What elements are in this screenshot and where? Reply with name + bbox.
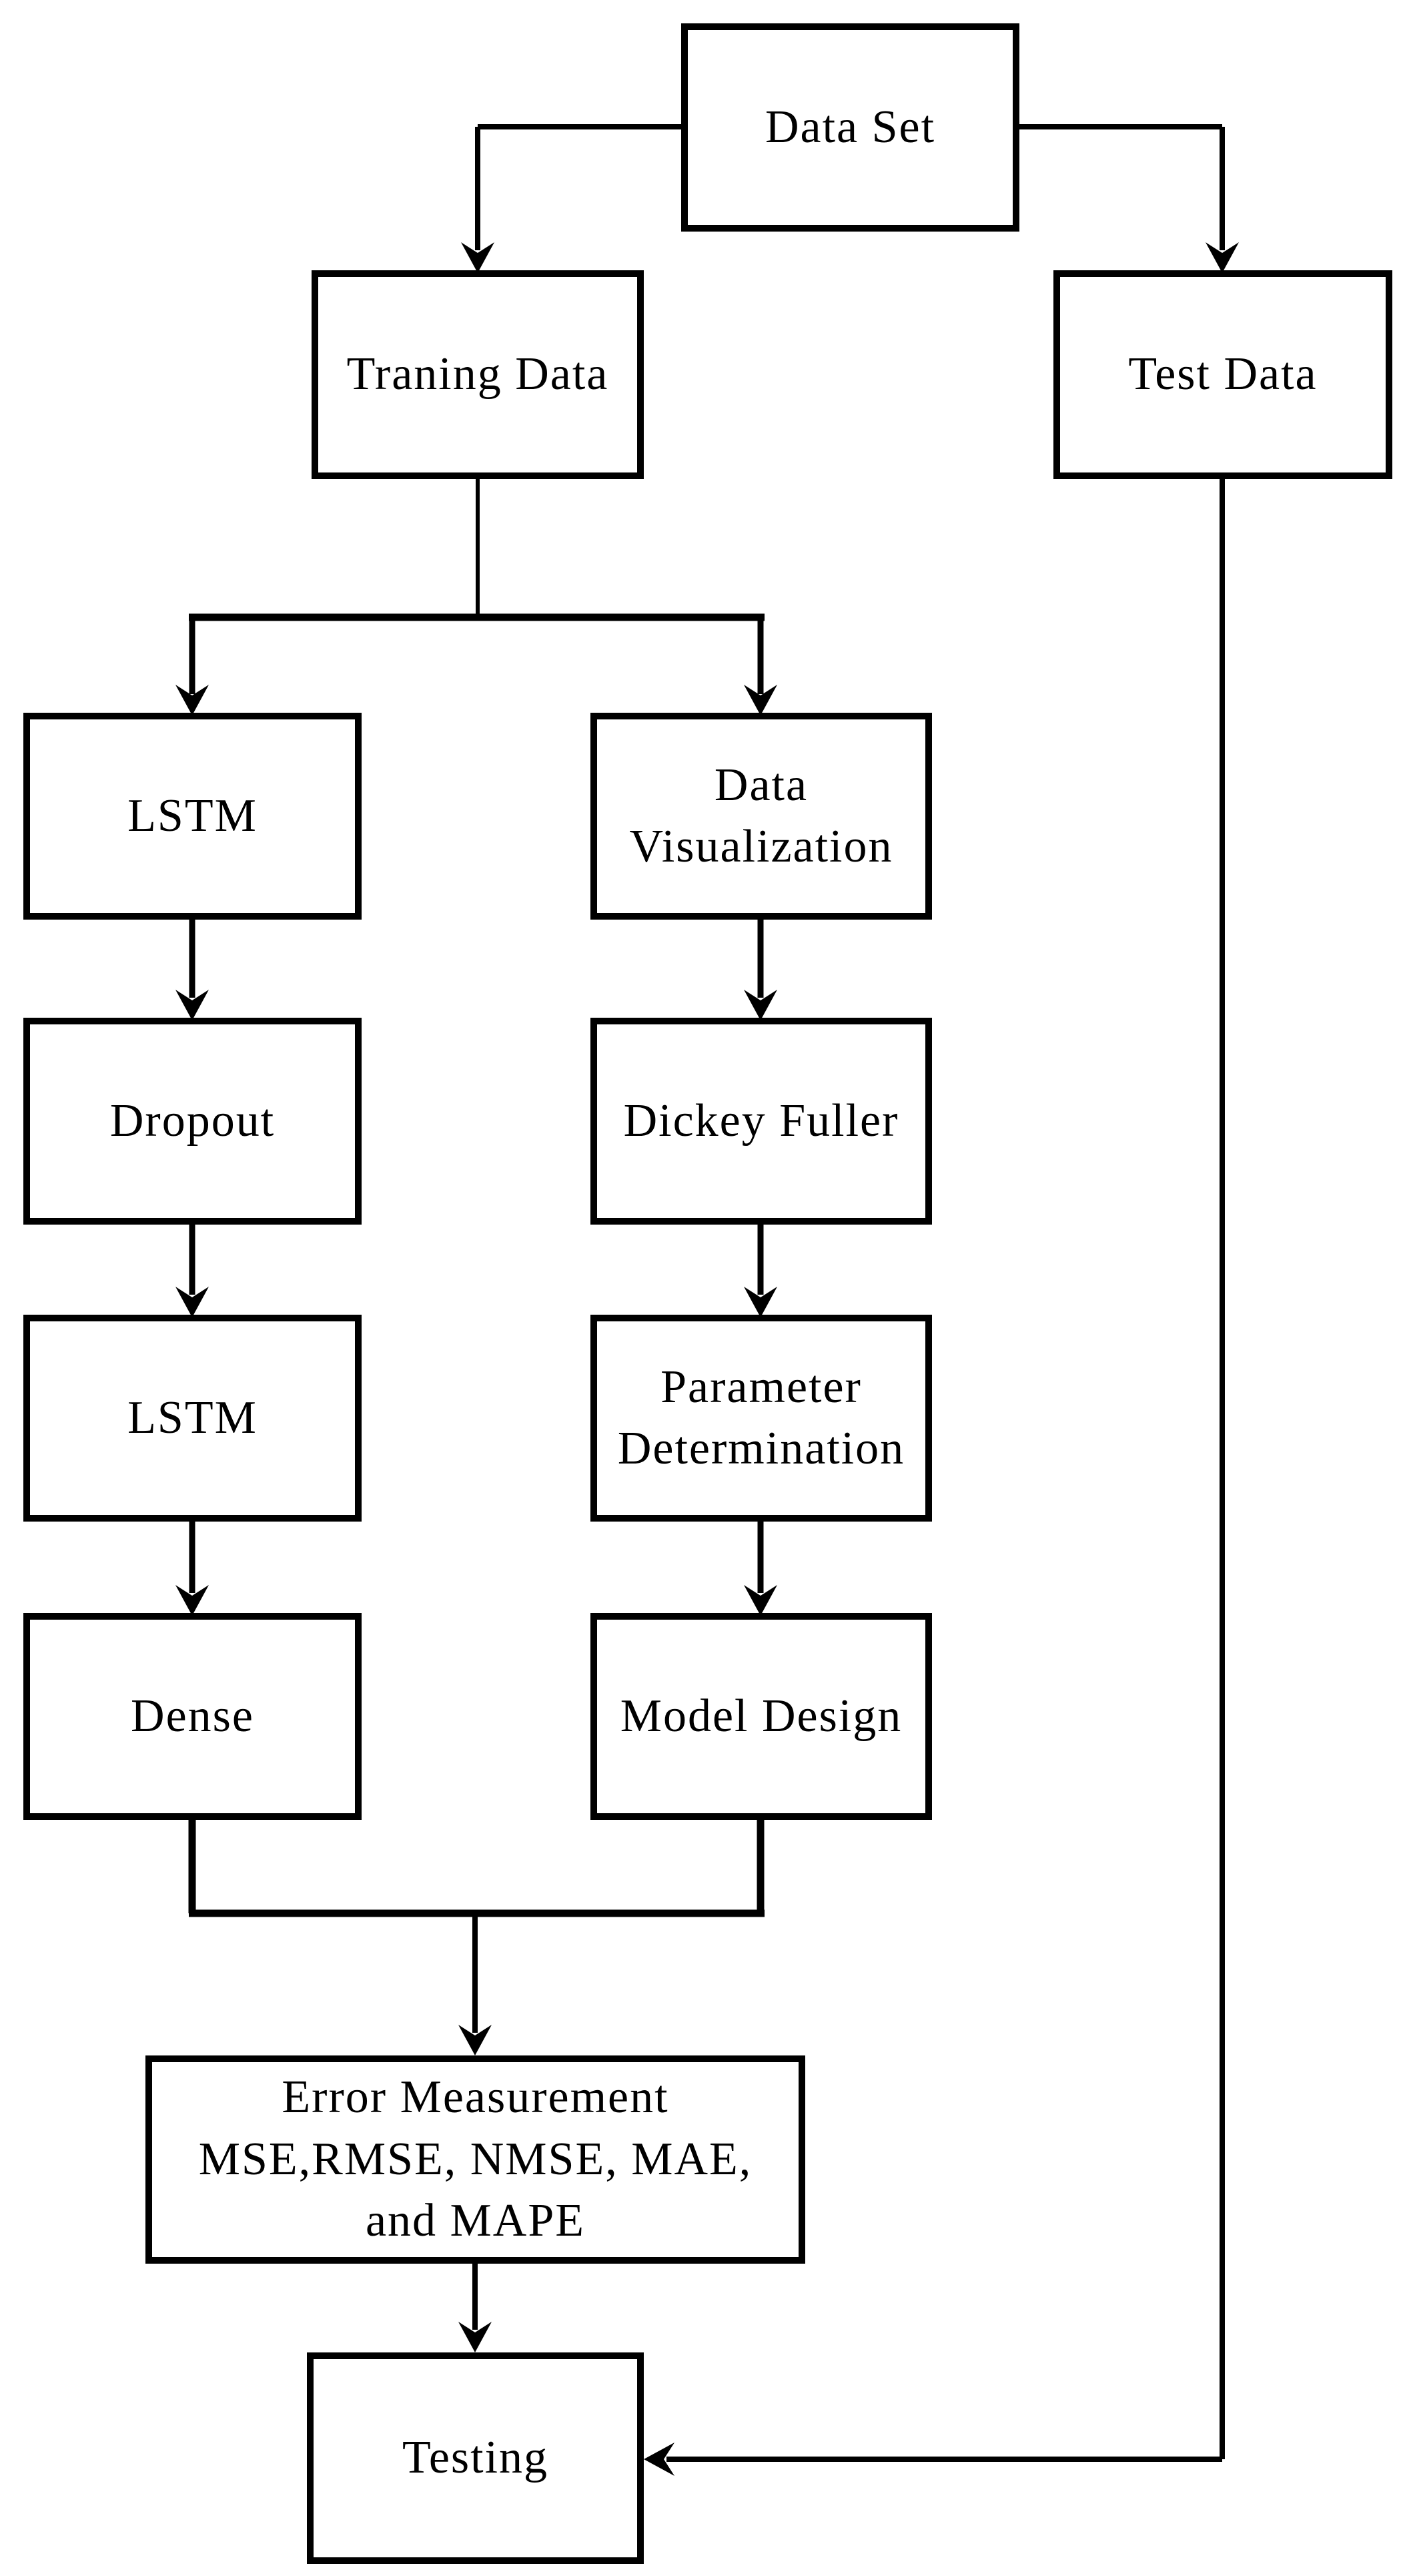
node-error-measurement: Error Measurement MSE,RMSE, NMSE, MAE, a…: [145, 2055, 805, 2264]
node-test-data-label: Test Data: [1128, 348, 1318, 400]
arrowhead-down: [461, 242, 494, 273]
edge-dataviz-to-dickey: [744, 920, 777, 1020]
arrowhead-down: [175, 685, 209, 715]
node-testing: Testing: [307, 2352, 644, 2564]
node-lstm-1-label: LSTM: [127, 789, 258, 842]
arrowhead-down: [175, 1287, 209, 1317]
edge-dickey-to-parameter: [744, 1225, 777, 1317]
node-training-data-label: Traning Data: [346, 348, 609, 400]
node-parameter-determination-label: Parameter Determination: [617, 1361, 905, 1474]
edge-merge-to-error: [188, 1820, 765, 2055]
edge-parameter-to-model: [744, 1522, 777, 1616]
arrowhead-down: [744, 1585, 777, 1616]
edge-dataset-to-training: [461, 124, 681, 273]
edge-lstm2-to-dense: [175, 1522, 209, 1616]
node-data-set: Data Set: [681, 23, 1019, 232]
node-data-visualization: Data Visualization: [590, 713, 932, 920]
edge-test-to-testing: [644, 479, 1225, 2476]
node-model-design-label: Model Design: [620, 1690, 903, 1742]
edge-training-branch: [175, 478, 777, 715]
arrowhead-down: [458, 2025, 492, 2055]
arrowhead-down: [744, 990, 777, 1020]
node-training-data: Traning Data: [312, 270, 644, 479]
edge-lstm1-to-dropout: [175, 920, 209, 1020]
arrowhead-down: [744, 685, 777, 715]
arrowhead-down: [1206, 242, 1239, 273]
node-lstm-2: LSTM: [23, 1315, 362, 1522]
node-dickey-fuller-label: Dickey Fuller: [623, 1094, 899, 1147]
node-model-design: Model Design: [590, 1613, 932, 1820]
edge-dropout-to-lstm2: [175, 1225, 209, 1317]
arrowhead-left: [644, 2443, 674, 2476]
node-dropout-label: Dropout: [109, 1094, 276, 1147]
node-data-visualization-label: Data Visualization: [629, 759, 893, 872]
arrowhead-down: [175, 990, 209, 1020]
node-lstm-1: LSTM: [23, 713, 362, 920]
edge-dataset-to-test: [1019, 124, 1239, 273]
arrowhead-down: [744, 1287, 777, 1317]
node-test-data: Test Data: [1053, 270, 1392, 479]
node-parameter-determination: Parameter Determination: [590, 1315, 932, 1522]
node-dropout: Dropout: [23, 1018, 362, 1225]
node-data-set-label: Data Set: [765, 101, 936, 153]
node-dickey-fuller: Dickey Fuller: [590, 1018, 932, 1225]
node-lstm-2-label: LSTM: [127, 1391, 258, 1443]
node-dense: Dense: [23, 1613, 362, 1820]
arrowhead-down: [175, 1585, 209, 1616]
edge-error-to-testing: [458, 2264, 492, 2352]
arrowhead-down: [458, 2322, 492, 2352]
node-error-measurement-label: Error Measurement MSE,RMSE, NMSE, MAE, a…: [198, 2071, 753, 2247]
node-testing-label: Testing: [402, 2432, 549, 2484]
node-dense-label: Dense: [131, 1690, 254, 1742]
